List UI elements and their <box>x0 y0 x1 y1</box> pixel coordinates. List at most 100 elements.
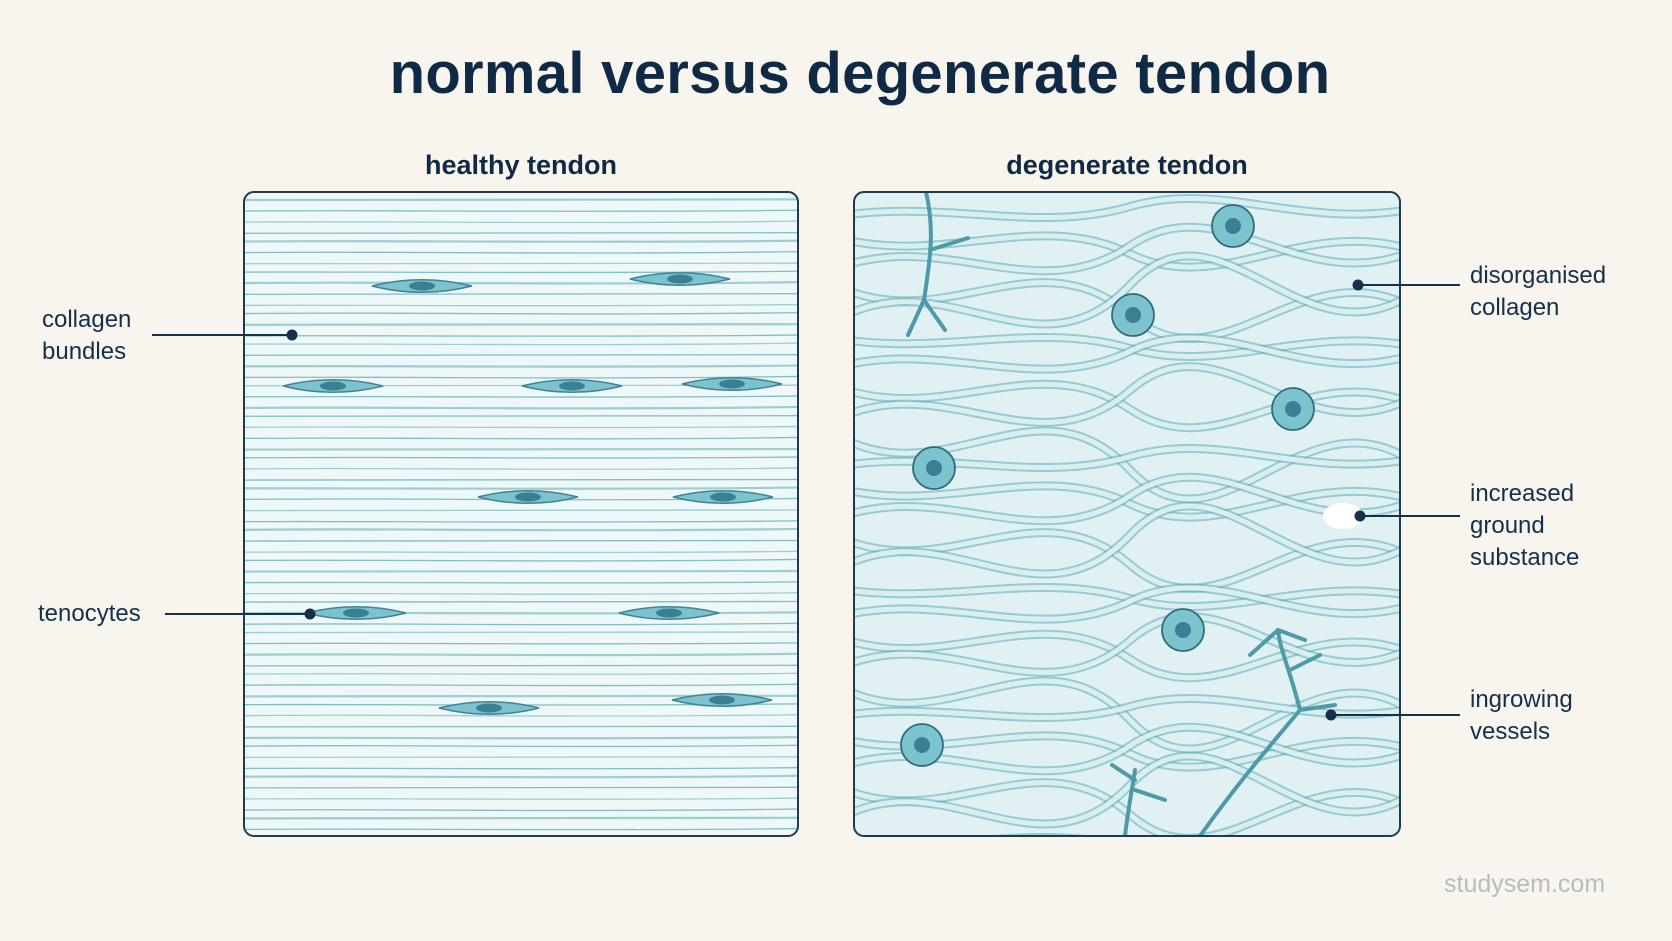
collagen-fiber <box>244 520 798 523</box>
collagen-fiber-core <box>854 195 1400 220</box>
cell-nucleus <box>1225 218 1241 234</box>
label-disorganised-collagen: disorganised collagen <box>1470 260 1606 324</box>
collagen-fiber-core <box>854 530 1400 591</box>
collagen-fiber <box>244 293 798 296</box>
vessel <box>1198 628 1337 836</box>
collagen-fiber-core <box>854 253 1400 327</box>
collagen-fiber <box>244 239 798 243</box>
label-ingrowing-vessels: ingrowing vessels <box>1470 684 1573 748</box>
collagen-fiber <box>244 558 798 562</box>
label-line: increased <box>1470 480 1575 507</box>
collagen-fiber-core <box>854 474 1400 524</box>
collagen-fiber <box>244 509 798 512</box>
degenerate-tendon-panel <box>853 191 1401 837</box>
collagen-fiber <box>244 456 798 459</box>
collagen-fiber-core <box>854 724 1400 774</box>
collagen-fiber <box>244 756 798 759</box>
collagen-fiber-core <box>854 483 1400 520</box>
collagen-fiber <box>244 672 798 676</box>
tenocyte-nucleus <box>559 381 585 391</box>
collagen-fiber <box>244 334 798 337</box>
tenocyte-nucleus <box>656 608 682 618</box>
label-line: vessels <box>1470 718 1551 745</box>
collagen-fiber <box>244 270 798 274</box>
collagen-fiber <box>244 311 798 315</box>
collagen-fiber-core <box>854 753 1400 827</box>
collagen-fiber <box>244 652 798 657</box>
tenocyte-nucleus <box>343 608 369 618</box>
collagen-fiber-core <box>854 678 1400 752</box>
collagen-fiber <box>244 766 798 770</box>
collagen-fiber <box>244 569 798 573</box>
brand-watermark: studysem.com <box>1444 870 1606 898</box>
collagen-fiber-wavy <box>854 833 1400 836</box>
collagen-fiber <box>244 198 798 202</box>
collagen-fiber <box>244 375 798 379</box>
collagen-fiber <box>244 744 798 748</box>
collagen-fiber <box>244 415 798 418</box>
collagen-fiber <box>244 550 798 554</box>
tenocyte-nucleus <box>709 695 735 705</box>
tenocyte-nucleus <box>667 274 693 284</box>
tenocyte-nucleus <box>409 281 435 291</box>
collagen-fiber <box>244 467 798 470</box>
label-line: substance <box>1470 544 1580 571</box>
collagen-fiber <box>244 436 798 440</box>
collagen-fiber-core <box>854 780 1400 836</box>
collagen-fiber <box>244 539 798 542</box>
collagen-fiber <box>244 797 798 800</box>
collagen-fiber <box>244 591 798 595</box>
label-line: bundles <box>42 338 127 365</box>
rounded-cells <box>900 204 1315 767</box>
collagen-fiber <box>244 622 798 626</box>
collagen-fiber <box>244 664 798 667</box>
collagen-fiber-core <box>854 631 1400 681</box>
collagen-fiber <box>244 220 798 224</box>
collagen-fiber <box>244 425 798 429</box>
cell-nucleus <box>926 460 942 476</box>
label-line: disorganised <box>1470 262 1607 289</box>
healthy-tendon-panel <box>243 191 799 837</box>
collagen-fibers-disorganised <box>854 193 1400 836</box>
collagen-fiber <box>244 774 798 779</box>
collagen-fiber <box>244 232 798 235</box>
label-line: collagen <box>42 306 132 333</box>
ingrowing-vessels-drawing <box>906 192 1337 836</box>
collagen-fiber <box>244 447 798 452</box>
label-increased-ground-substance: increased ground substance <box>1470 478 1579 574</box>
label-line: tenocytes <box>38 600 141 627</box>
collagen-fiber-core <box>854 503 1400 577</box>
collagen-fiber-core <box>854 428 1400 502</box>
collagen-fiber <box>244 478 798 482</box>
leader-lines <box>152 279 1460 721</box>
collagen-fiber-core <box>854 585 1400 622</box>
collagen-fiber <box>244 354 798 357</box>
cell-nucleus <box>914 737 930 753</box>
cell-nucleus <box>1175 622 1191 638</box>
tenocyte-nucleus <box>710 492 736 502</box>
label-collagen-bundles: collagen bundles <box>42 304 131 368</box>
collagen-fiber <box>244 527 798 532</box>
collagen-fiber <box>244 808 798 812</box>
collagen-fiber <box>244 786 798 789</box>
collagen-fiber-core <box>854 364 1400 425</box>
collagen-fiber <box>244 303 798 307</box>
ground-substance-spot <box>1323 503 1363 529</box>
collagen-fiber <box>244 364 798 368</box>
degenerate-tendon-title: degenerate tendon <box>1006 150 1248 180</box>
collagen-fiber <box>244 816 798 820</box>
collagen-fiber-core <box>854 381 1400 431</box>
collagen-fiber <box>244 581 798 584</box>
collagen-fiber-core <box>854 224 1400 274</box>
collagen-fiber <box>244 209 798 212</box>
vessel <box>906 192 970 337</box>
vessel <box>1110 763 1167 836</box>
collagen-fiber <box>244 725 798 728</box>
collagen-fiber-core <box>854 695 1400 720</box>
healthy-tendon-title: healthy tendon <box>424 150 617 180</box>
collagen-fiber <box>244 631 798 634</box>
collagen-fiber <box>244 395 798 398</box>
cell-nucleus <box>1285 401 1301 417</box>
tenocyte-nucleus <box>719 379 745 389</box>
tenocyte-nucleus <box>476 703 502 713</box>
